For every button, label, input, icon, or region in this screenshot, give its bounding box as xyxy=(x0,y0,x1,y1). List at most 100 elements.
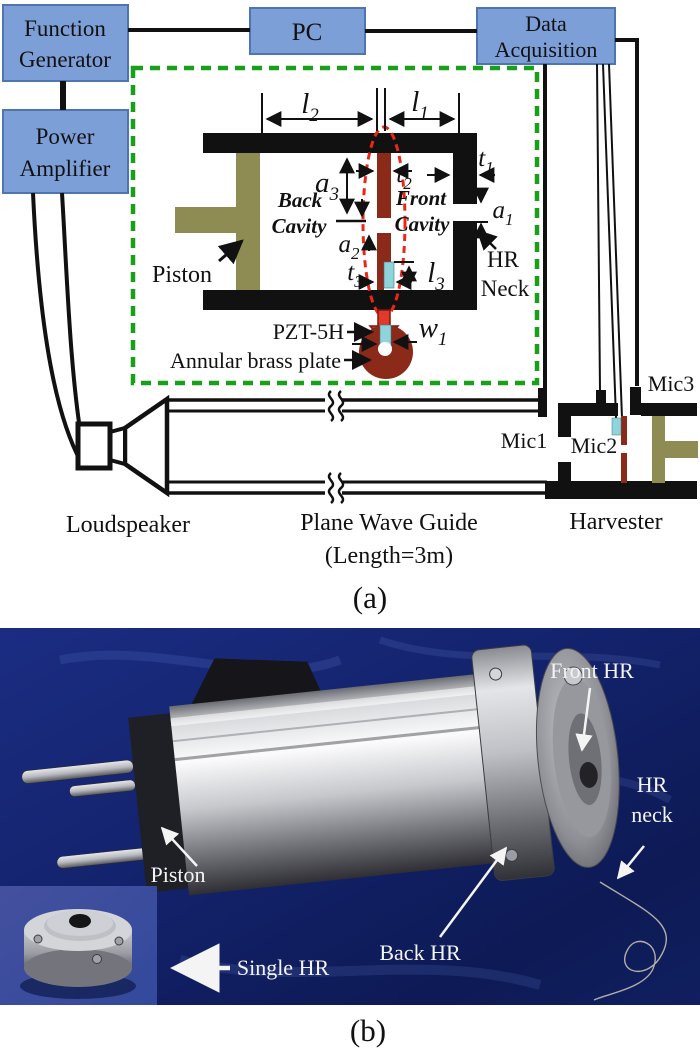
dim-l2-label: l2 xyxy=(301,88,319,126)
cylinder-body xyxy=(169,671,518,896)
cylinder-seam-2 xyxy=(174,723,504,762)
power-amplifier-label-line1: Power xyxy=(36,124,95,149)
back-cavity-label-line2: Cavity xyxy=(272,214,327,238)
front-hr-label: Front HR xyxy=(550,658,634,683)
harvester-right-wall-upper xyxy=(453,153,477,204)
hr-neck-pointer-arrow xyxy=(476,229,498,251)
block-function-generator: Function Generator xyxy=(2,4,129,82)
mini-left-wall-upper xyxy=(558,403,571,437)
mini-bottom-wall xyxy=(545,481,697,499)
mic2-label: Mic2 xyxy=(571,433,617,458)
dim-w1-label: w1 xyxy=(419,312,448,350)
cylinder-seam-1 xyxy=(172,705,502,743)
data-acquisition-label-line1: Data xyxy=(525,11,567,36)
harvester-right-wall-lower xyxy=(453,222,477,290)
wire-da-pzt-2 xyxy=(608,63,623,419)
mini-top-wall-seg3 xyxy=(641,403,697,416)
harvester-top-wall xyxy=(203,133,477,153)
dimension-annotations xyxy=(261,88,495,352)
guide-break-squiggle-1 xyxy=(327,390,335,422)
dim-t2-label: t2 xyxy=(396,161,412,193)
panel-b-caption: (b) xyxy=(350,1013,386,1048)
puck-screw-3 xyxy=(92,954,102,964)
block-data-acquisition: Data Acquisition xyxy=(476,7,616,65)
single-hr-inset-photo xyxy=(0,886,157,1005)
cable-pa-loudspeaker-1 xyxy=(31,192,83,463)
function-generator-label-line2: Generator xyxy=(19,47,111,72)
hr-neck-label-line2: Neck xyxy=(481,276,530,301)
back-hr-arrow xyxy=(438,846,508,938)
dim-l1-label: l1 xyxy=(411,86,429,124)
data-acquisition-box xyxy=(476,7,616,65)
separator-plate-lower xyxy=(377,263,384,290)
dim-t3-label: t3 xyxy=(347,259,362,291)
wire-da-mic3 xyxy=(615,38,639,386)
mini-separator-upper xyxy=(621,416,627,445)
back-cavity-label-line1: Back xyxy=(277,188,323,212)
guide-break-squiggle-2 xyxy=(337,390,345,422)
single-hr-label: Single HR xyxy=(237,955,330,980)
hr-neck-label-line1: HR xyxy=(487,247,520,272)
piston-photo-arrow xyxy=(160,826,198,867)
function-generator-label-line1: Function xyxy=(24,16,106,41)
annular-plate-label: Annular brass plate xyxy=(170,348,341,373)
block-pc: PC xyxy=(249,7,366,55)
harvester-mini xyxy=(538,387,698,499)
waveguide-label-line2: (Length=3m) xyxy=(325,543,453,569)
puck-bottom-edge xyxy=(24,949,132,987)
mini-separator-lower xyxy=(621,453,627,483)
mini-piston-head xyxy=(652,416,665,483)
back-hr-label: Back HR xyxy=(379,940,461,965)
loudspeaker-symbol xyxy=(75,394,170,498)
hr-neck-photo-label-line1: HR xyxy=(637,772,668,797)
loudspeaker-horn xyxy=(122,394,170,498)
data-acquisition-label-line2: Acquisition xyxy=(495,37,598,62)
hr-neck-photo-label-line2: neck xyxy=(631,802,673,827)
dim-a2-label: a2 xyxy=(339,231,361,263)
panel-b-photo: Front HR HR neck Piston Back HR Single H… xyxy=(0,628,700,1048)
plane-wave-guide xyxy=(167,390,547,504)
flange-bolt-1 xyxy=(489,667,503,681)
mini-pzt-patch xyxy=(611,417,622,436)
block-power-amplifier: Power Amplifier xyxy=(2,109,129,194)
front-hr-arrow xyxy=(575,687,593,752)
loudspeaker-driver-box xyxy=(75,421,113,471)
harvester-device-photo xyxy=(21,644,620,896)
power-amplifier-label-line2: Amplifier xyxy=(20,156,111,181)
mini-piston-shaft xyxy=(665,441,698,458)
front-hr-port xyxy=(563,666,583,686)
wire-da-pzt-1 xyxy=(602,63,617,419)
cylinder-highlight xyxy=(170,683,500,727)
signal-wires xyxy=(31,28,639,463)
front-cavity-label-line2: Cavity xyxy=(395,212,450,236)
mic2-port xyxy=(596,390,606,416)
dim-a1-label: a1 xyxy=(493,197,514,229)
puck-neck-hole xyxy=(69,914,91,928)
piston-label: Piston xyxy=(152,262,212,288)
loudspeaker-label: Loudspeaker xyxy=(66,512,190,538)
panel-a-schematic: Function Generator Power Amplifier PC Da… xyxy=(2,4,698,615)
harvester-cross-section: l2 l1 t2 t1 a3 a2 t3 l3 a1 w1 Back Cavit… xyxy=(152,86,530,379)
pc-label: PC xyxy=(292,19,323,46)
cable-pa-loudspeaker-2 xyxy=(60,192,85,449)
sensor-wire xyxy=(593,881,667,1001)
mic3-label: Mic3 xyxy=(648,371,694,396)
hr-neck-photo-arrow xyxy=(616,845,645,880)
waveguide-label-line1: Plane Wave Guide xyxy=(300,510,478,536)
mini-top-wall-seg2 xyxy=(606,403,618,416)
mic1-label: Mic1 xyxy=(501,428,547,453)
piston-shaft xyxy=(175,207,236,233)
inset-dashed-border xyxy=(130,65,540,386)
harvester-bottom-wall xyxy=(203,290,477,310)
dim-t1-label: t1 xyxy=(478,145,493,177)
dim-l3-label: l3 xyxy=(427,257,445,295)
harvester-label: Harvester xyxy=(569,509,662,535)
hr-neck-hole xyxy=(579,761,598,788)
guide-break-squiggle-3 xyxy=(327,472,335,504)
panel-a-caption: (a) xyxy=(353,580,387,615)
piston-head xyxy=(236,153,260,290)
separator-plate-upper xyxy=(377,153,391,218)
puck-screw-2 xyxy=(114,936,124,946)
piston-pointer-arrow xyxy=(217,239,244,265)
pc-box xyxy=(249,7,366,55)
